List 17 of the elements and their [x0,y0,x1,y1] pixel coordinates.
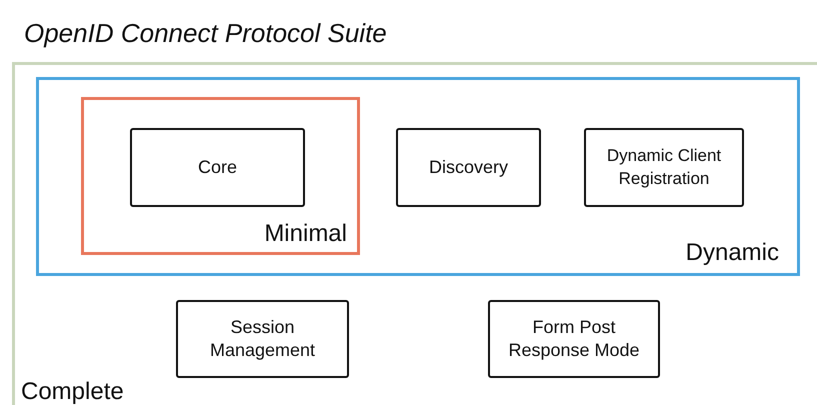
component-label: Dynamic Client Registration [606,145,722,190]
minimal-region [81,97,360,255]
diagram-title: OpenID Connect Protocol Suite [24,18,387,49]
component-box [396,128,541,207]
group-label: Minimal [264,220,347,246]
component-box [176,300,349,378]
component-label: Session Management [208,316,316,362]
dynamic-region [36,77,800,276]
complete-region [12,62,817,405]
component-box [130,128,305,207]
component-box [488,300,660,378]
component-label: Form Post Response Mode [507,316,641,362]
component-box [584,128,744,207]
group-label: Dynamic [686,240,779,265]
component-label: Discovery [428,156,508,179]
group-label: Complete [21,379,124,404]
component-label: Core [198,156,237,179]
